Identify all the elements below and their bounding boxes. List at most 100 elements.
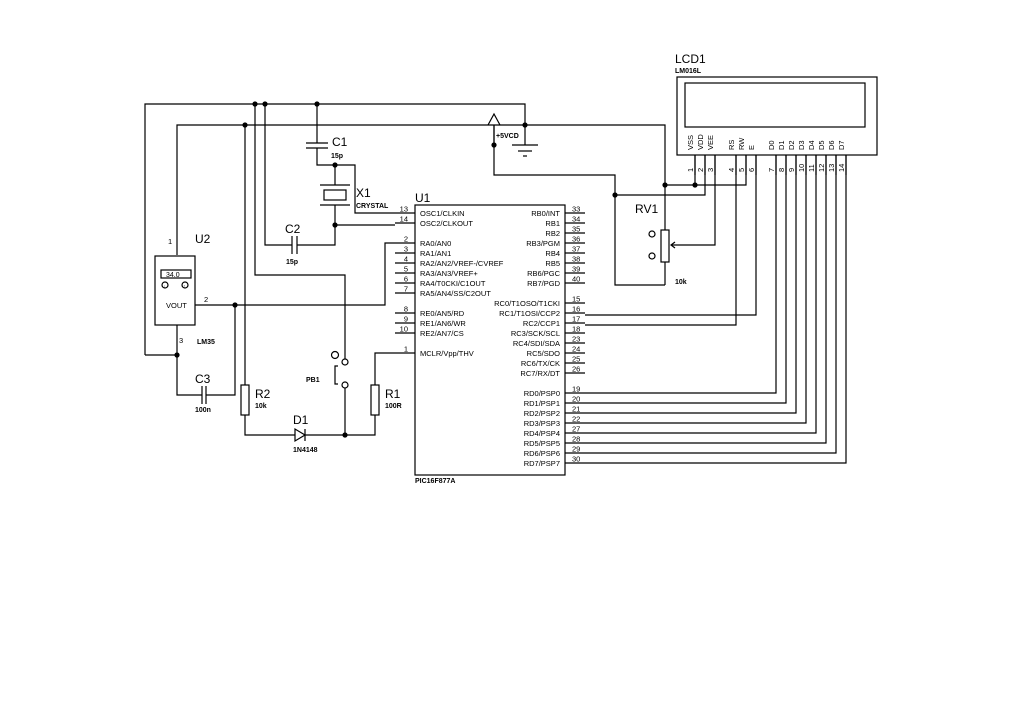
u1-pin-number: 37	[572, 245, 580, 254]
u1-pin-name: RB6/PGC	[527, 269, 561, 278]
lcd-part: LM016L	[675, 68, 702, 75]
lcd-pin-number: 6	[747, 168, 756, 172]
svg-text:↑: ↑	[183, 284, 186, 290]
u2-pin1: 1	[168, 237, 172, 246]
u1-pin-name: RE0/AN5/RD	[420, 309, 465, 318]
u1-pin-name: MCLR/Vpp/THV	[420, 349, 474, 358]
lcd-pin-name: VEE	[706, 135, 715, 150]
lcd-pin-number: 5	[737, 168, 746, 172]
data-bus-wire	[585, 155, 847, 464]
lcd-pin-name: D0	[767, 140, 776, 150]
u2-ref: U2	[195, 232, 211, 246]
c1-ref: C1	[332, 135, 348, 149]
u1-pin-name: RC0/T1OSO/T1CKI	[494, 299, 560, 308]
d1-value: 1N4148	[293, 447, 318, 454]
capacitor-c2: C2 15p	[285, 222, 301, 266]
increment-icon	[181, 281, 189, 289]
lcd-ref: LCD1	[675, 52, 706, 66]
u1-pin-number: 38	[572, 255, 580, 264]
u1-pin-name: RD3/PSP3	[524, 419, 560, 428]
u1-pin-name: RC4/SDI/SDA	[513, 339, 560, 348]
u1-pin-name: RB4	[545, 249, 560, 258]
r2-value: 10k	[255, 403, 267, 410]
u1-pin-number: 17	[572, 315, 580, 324]
data-bus-wire	[585, 155, 837, 454]
u1-pin-name: RC3/SCK/SCL	[511, 329, 560, 338]
lcd-pin-name: D4	[807, 140, 816, 150]
u1-pin-number: 2	[404, 235, 408, 244]
lcd-pin-number: 12	[817, 164, 826, 172]
u1-pin-number: 36	[572, 235, 580, 244]
lcd-pin-name: E	[747, 145, 756, 150]
u1-pin-number: 7	[404, 285, 408, 294]
u1-pin-number: 33	[572, 205, 580, 214]
u1-pin-name: OSC2/CLKOUT	[420, 219, 473, 228]
u1-pin-number: 20	[572, 395, 580, 404]
lcd-pin-number: 2	[696, 168, 705, 172]
u1-pin-name: RC1/T1OSI/CCP2	[499, 309, 560, 318]
u1-pin-number: 9	[404, 315, 408, 324]
junctions	[174, 101, 698, 438]
u1-pin-name: RC7/RX/DT	[520, 369, 560, 378]
potentiometer-rv1[interactable]: RV1 10k	[635, 202, 687, 286]
lcd-pin-name: VDD	[696, 134, 705, 150]
u1-pin-name: RB0/INT	[531, 209, 560, 218]
lcd-pin-number: 10	[797, 164, 806, 172]
lcd-pin-number: 7	[767, 168, 776, 172]
u1-pin-number: 19	[572, 385, 580, 394]
rv1-value: 10k	[675, 279, 687, 286]
resistor-r1: R1 100R	[370, 384, 402, 416]
u1-pin-name: RA5/AN4/SS/C2OUT	[420, 289, 491, 298]
u1-pin-number: 15	[572, 295, 580, 304]
button-actuator-icon	[330, 350, 340, 360]
u1-pin-number: 40	[572, 275, 580, 284]
lcd-pin-number: 8	[777, 168, 786, 172]
u2-pin2: 2	[204, 295, 208, 304]
u1-pin-name: RB7/PGD	[527, 279, 561, 288]
u1-pin-name: RD4/PSP4	[524, 429, 560, 438]
svg-text:↓: ↓	[163, 284, 166, 290]
lcd-pin-name: D6	[827, 140, 836, 150]
lcd-pin-name: D7	[837, 140, 846, 150]
u1-pin-name: RB1	[545, 219, 560, 228]
u1-pin-name: RB3/PGM	[526, 239, 560, 248]
u1-pin-number: 18	[572, 325, 580, 334]
c3-value: 100n	[195, 407, 211, 414]
c1-value: 15p	[331, 153, 343, 160]
u1-pin-number: 4	[404, 255, 408, 264]
u1-pin-number: 3	[404, 245, 408, 254]
u1-pin-name: RC2/CCP1	[523, 319, 560, 328]
r2-ref: R2	[255, 387, 271, 401]
lcd-pin-name: D3	[797, 140, 806, 150]
u1-pin-name: RE2/AN7/CS	[420, 329, 464, 338]
lcd-screen	[684, 82, 866, 128]
lcd-pin-name: D5	[817, 140, 826, 150]
u1-pin-number: 1	[404, 345, 408, 354]
u2-vout-label: VOUT	[166, 301, 187, 310]
u1-pin-number: 35	[572, 225, 580, 234]
data-bus-wire	[585, 155, 827, 444]
u1-pin-number: 8	[404, 305, 408, 314]
power-terminal: +5VCD	[487, 112, 519, 145]
lcd-pin-number: 1	[686, 168, 695, 172]
u1-pin-name: RD6/PSP6	[524, 449, 560, 458]
r1-value: 100R	[385, 403, 402, 410]
diode-d1: D1 1N4148	[293, 413, 318, 454]
u1-pin-number: 14	[400, 215, 408, 224]
u1-pin-name: RA3/AN3/VREF+	[420, 269, 478, 278]
u1-pin-name: RD5/PSP5	[524, 439, 560, 448]
c2-ref: C2	[285, 222, 301, 236]
u1-pin-number: 10	[400, 325, 408, 334]
resistor-r2: R2 10k	[240, 384, 271, 416]
u1-pin-number: 29	[572, 445, 580, 454]
u1-pin-name: RD0/PSP0	[524, 389, 560, 398]
pb1-ref: PB1	[306, 377, 320, 384]
u1-pin-number: 13	[400, 205, 408, 214]
u1-pin-name: RB5	[545, 259, 560, 268]
pushbutton-pb1[interactable]: PB1	[306, 350, 349, 389]
ground-icon	[512, 144, 538, 157]
u1-pin-number: 39	[572, 265, 580, 274]
u2-temperature-sensor: 34.0 ↓ ↑ VOUT U2 1 2 3 LM35	[154, 232, 215, 346]
